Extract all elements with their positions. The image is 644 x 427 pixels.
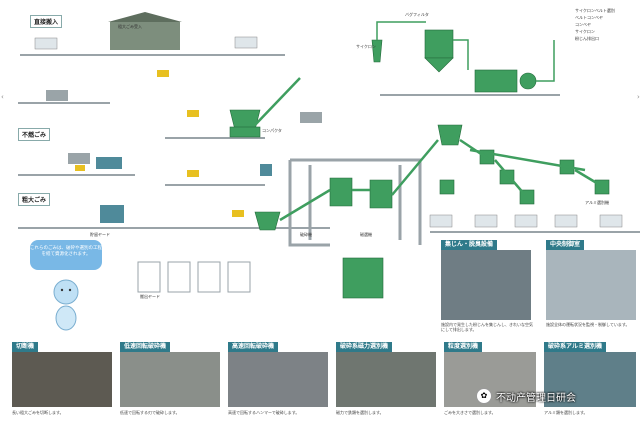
bottom-title-3: 破砕系磁力選別機 bbox=[336, 342, 393, 352]
bottom-title-0: 切断機 bbox=[12, 342, 39, 352]
watermark: ✿ 不动产管理日研会 bbox=[476, 388, 576, 404]
bottom-caption-4: ごみを大きさで選別します。 bbox=[444, 410, 496, 415]
legend-item-0: サイクロンベルト選別 bbox=[575, 8, 615, 13]
section-dust-title: 集じん・脱臭設備 bbox=[441, 240, 498, 250]
category-funen: 不燃ごみ bbox=[18, 128, 51, 141]
label-storage: 貯留ヤード bbox=[90, 232, 110, 237]
bottom-caption-2: 高速で回転するハンマーで破砕します。 bbox=[228, 410, 300, 415]
label-crusher: 破砕機 bbox=[300, 232, 312, 237]
bottom-title-5: 破砕系アルミ選別機 bbox=[544, 342, 606, 352]
bottom-caption-0: 長い粗大ごみを切断します。 bbox=[12, 410, 64, 415]
next-arrow-icon[interactable]: › bbox=[637, 93, 640, 101]
wechat-logo-icon: ✿ bbox=[476, 388, 492, 404]
section-control-caption: 施設全体の運転状況を監視・制御しています。 bbox=[546, 322, 630, 327]
prev-arrow-icon[interactable]: ‹ bbox=[1, 93, 4, 101]
mascot-speech-bubble: これらのごみは、破砕や選別の工程を経て資源化されます。 bbox=[30, 240, 102, 270]
section-control-title: 中央制御室 bbox=[546, 240, 585, 250]
category-kanen: 直接搬入 bbox=[30, 15, 63, 28]
legend-item-2: コンベヤ bbox=[575, 22, 591, 27]
bottom-caption-3: 磁力で鉄類を選別します。 bbox=[336, 410, 384, 415]
label-cyclone: サイクロン bbox=[356, 44, 376, 49]
label-pit: 粗大ごみ受入 bbox=[118, 24, 142, 29]
bottom-caption-5: アルミ類を選別します。 bbox=[544, 410, 588, 415]
label-compact: コンパクタ bbox=[262, 128, 282, 133]
legend-item-4: 粉じん排出口 bbox=[575, 36, 599, 41]
bottom-caption-1: 低速で回転する刃で破砕します。 bbox=[120, 410, 180, 415]
legend-item-3: サイクロン bbox=[575, 29, 595, 34]
bottom-title-1: 低速回転破砕機 bbox=[120, 342, 171, 352]
watermark-text: 不动产管理日研会 bbox=[496, 392, 576, 404]
label-magnetic: 磁選機 bbox=[360, 232, 372, 237]
label-bag-filter: バグフィルタ bbox=[405, 12, 429, 17]
section-dust-caption: 施設内で発生した粉じんを集じんし、きれいな空気にして排出します。 bbox=[441, 322, 533, 332]
bottom-title-4: 粒度選別機 bbox=[444, 342, 483, 352]
category-sodai: 粗大ごみ bbox=[18, 193, 51, 206]
label-yard: 搬出ヤード bbox=[140, 294, 160, 299]
legend-item-1: ベルトコンベヤ bbox=[575, 15, 603, 20]
label-alu: アルミ選別機 bbox=[585, 200, 609, 205]
bottom-title-2: 高速回転破砕機 bbox=[228, 342, 279, 352]
